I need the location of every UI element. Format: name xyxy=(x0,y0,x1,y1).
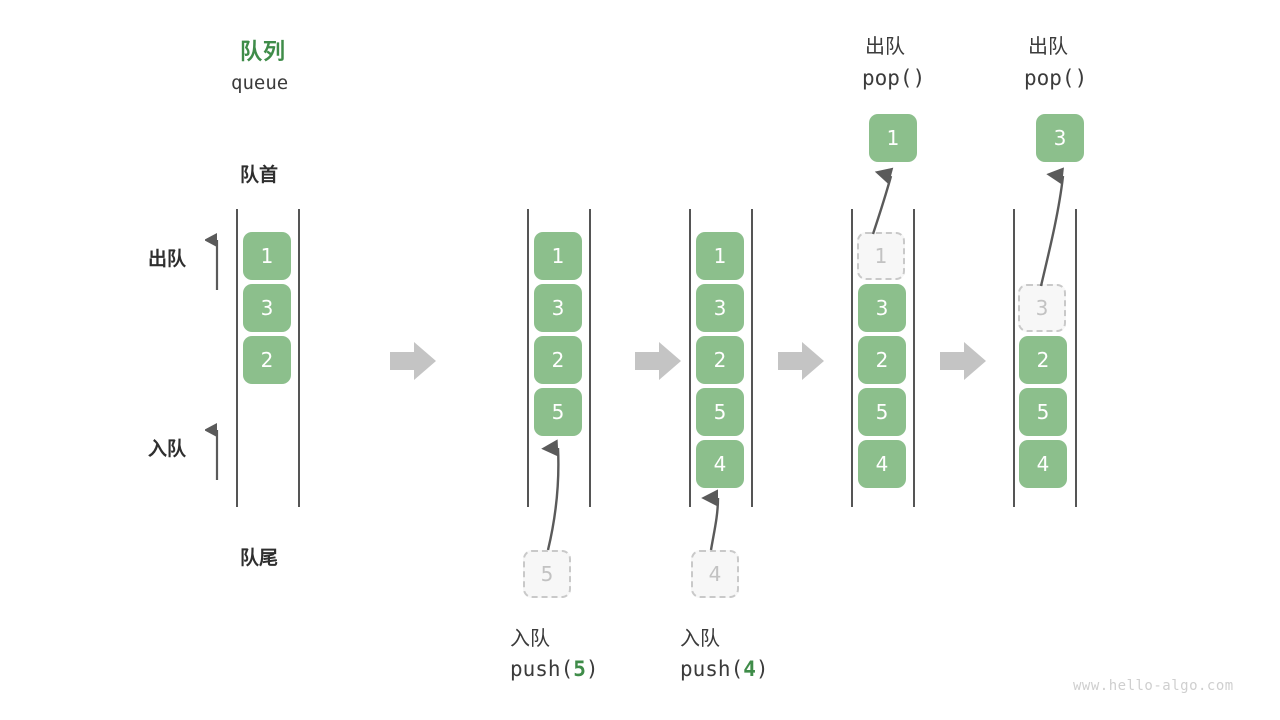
pop-label-code: pop() xyxy=(862,66,926,90)
queue-tail-label: 队尾 xyxy=(240,547,279,569)
queue-cell: 5 xyxy=(696,388,744,436)
enqueue-direction-arrow-icon xyxy=(205,422,219,480)
queue-cell: 1 xyxy=(534,232,582,280)
dequeue-direction-arrow-icon xyxy=(205,232,219,290)
queue-cell: 3 xyxy=(696,284,744,332)
queue-cell: 2 xyxy=(858,336,906,384)
queue-rail-left xyxy=(1013,209,1015,507)
enqueue-direction-label: 入队 xyxy=(148,438,187,460)
transition-arrow-icon xyxy=(940,342,986,380)
queue-cell: 4 xyxy=(858,440,906,488)
queue-cell: 3 xyxy=(858,284,906,332)
queue-cell: 4 xyxy=(1019,440,1067,488)
queue-cell: 1 xyxy=(696,232,744,280)
queue-cell: 3 xyxy=(534,284,582,332)
push-arrow-icon xyxy=(541,439,560,551)
popped-element: 3 xyxy=(1036,114,1084,162)
incoming-element-ghost: 5 xyxy=(523,550,571,598)
queue-rail-right xyxy=(589,209,591,507)
removed-element-ghost: 3 xyxy=(1018,284,1066,332)
watermark: www.hello-algo.com xyxy=(1073,678,1234,694)
incoming-element-ghost: 4 xyxy=(691,550,739,598)
step-caption-code: push(5) xyxy=(510,657,599,681)
pop-arrow-icon xyxy=(1039,167,1065,287)
queue-cell: 2 xyxy=(696,336,744,384)
queue-rail-left xyxy=(236,209,238,507)
queue-rail-right xyxy=(1075,209,1077,507)
queue-cell: 5 xyxy=(858,388,906,436)
pop-label-cn: 出队 xyxy=(865,34,905,58)
queue-cell-new: 5 xyxy=(534,388,582,436)
queue-cell: 5 xyxy=(1019,388,1067,436)
push-arrow-icon xyxy=(701,489,720,551)
queue-cell: 1 xyxy=(243,232,291,280)
step-caption-code: push(4) xyxy=(680,657,769,681)
removed-element-ghost: 1 xyxy=(857,232,905,280)
popped-element: 1 xyxy=(869,114,917,162)
queue-rail-right xyxy=(751,209,753,507)
pop-label-code: pop() xyxy=(1024,66,1088,90)
queue-cell: 2 xyxy=(1019,336,1067,384)
step-caption-cn: 入队 xyxy=(680,626,720,650)
queue-rail-right xyxy=(913,209,915,507)
queue-rail-left xyxy=(527,209,529,507)
queue-rail-left xyxy=(851,209,853,507)
queue-rail-left xyxy=(689,209,691,507)
diagram-title-cn: 队列 xyxy=(240,40,287,65)
queue-head-label: 队首 xyxy=(240,164,279,186)
pop-arrow-icon xyxy=(871,167,894,235)
step-caption-cn: 入队 xyxy=(510,626,550,650)
transition-arrow-icon xyxy=(778,342,824,380)
queue-cell-new: 4 xyxy=(696,440,744,488)
queue-rail-right xyxy=(298,209,300,507)
transition-arrow-icon xyxy=(635,342,681,380)
queue-cell: 2 xyxy=(534,336,582,384)
pop-label-cn: 出队 xyxy=(1028,34,1068,58)
queue-cell: 2 xyxy=(243,336,291,384)
diagram-title-en: queue xyxy=(231,72,289,94)
queue-cell: 3 xyxy=(243,284,291,332)
transition-arrow-icon xyxy=(390,342,436,380)
push-value: 4 xyxy=(743,657,756,681)
push-value: 5 xyxy=(573,657,586,681)
dequeue-direction-label: 出队 xyxy=(148,248,187,270)
